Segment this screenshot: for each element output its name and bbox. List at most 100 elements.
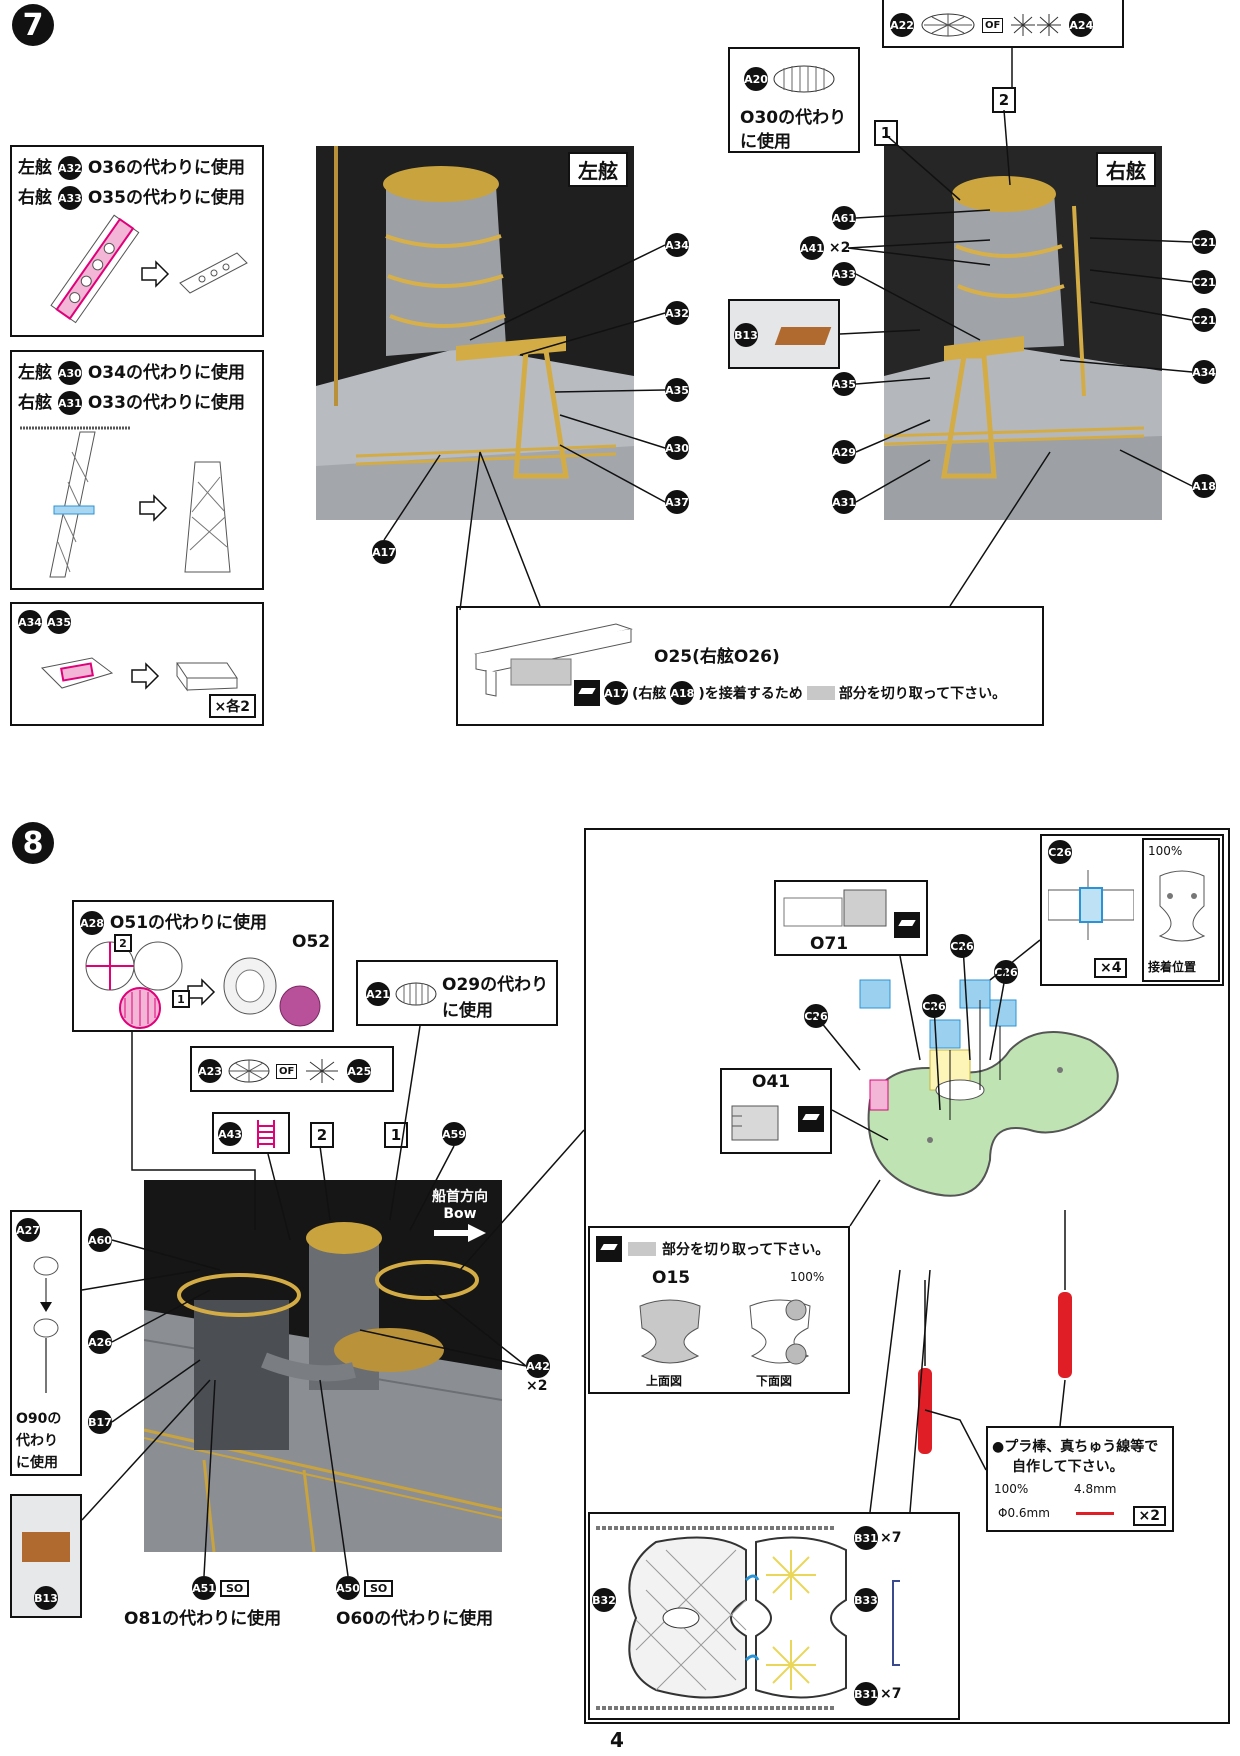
knife-icon xyxy=(798,1106,824,1132)
callout-a59: A59 xyxy=(442,1122,466,1146)
a20-usage-line2: に使用 xyxy=(740,132,791,152)
a43-box: A43 xyxy=(212,1112,290,1154)
cage-disc-icon xyxy=(921,13,975,37)
bottom-view-label: 下面図 xyxy=(756,1374,793,1388)
o60-usage: O60の代わりに使用 xyxy=(336,1609,494,1629)
starboard-label: 右舷 xyxy=(18,188,52,208)
ring-parts-drawing xyxy=(33,1256,59,1393)
o71-box: O71 xyxy=(774,880,928,956)
callout-a33: A33 xyxy=(832,262,856,286)
o41-label: O41 xyxy=(752,1072,791,1092)
b31-quantity: ×7 xyxy=(880,1530,902,1546)
part-badge-a24: A24 xyxy=(1069,13,1094,37)
part-badge-a33: A33 xyxy=(57,186,82,210)
star-disc-icon xyxy=(306,1059,339,1083)
o71-part-drawing xyxy=(783,889,887,927)
callout-a31: A31 xyxy=(832,490,856,514)
b13-grille xyxy=(774,327,832,345)
quantity-each-2: ×各2 xyxy=(208,694,256,718)
bow-label-en: Bow xyxy=(443,1206,477,1222)
part-badge-a35: A35 xyxy=(47,610,72,634)
callout-a61: A61 xyxy=(832,206,856,230)
callout-a29: A29 xyxy=(832,440,856,464)
a42-quantity: ×2 xyxy=(526,1378,548,1394)
part-badge-a20: A20 xyxy=(744,67,768,91)
rod-sample xyxy=(1076,1512,1114,1515)
o25-title: O25(右舷O26) xyxy=(654,647,780,667)
port-tag: 左舷 xyxy=(568,152,628,187)
a20-usage-box: A20 O30の代わり に使用 xyxy=(728,47,860,153)
b13-inset: B13 xyxy=(728,299,840,369)
funnel-render-starboard xyxy=(884,146,1162,520)
o15-scale: 100% xyxy=(790,1270,825,1284)
part-badge-a31: A31 xyxy=(57,391,82,415)
c26-position-box: C26 ×4 100% 接着位置 xyxy=(1040,834,1224,986)
callout-c21-2: C21 xyxy=(1192,270,1216,294)
o15-bottom-view xyxy=(749,1299,811,1365)
o71-label: O71 xyxy=(810,934,849,954)
a28-step-1: 1 xyxy=(172,990,190,1008)
port-label: 左舷 xyxy=(18,158,52,178)
a28-usage: O51の代わりに使用 xyxy=(109,913,268,933)
callout-c21-3: C21 xyxy=(1192,308,1216,332)
a41-quantity: ×2 xyxy=(828,240,851,256)
b31-quantity: ×7 xyxy=(880,1686,902,1702)
o15-label: O15 xyxy=(652,1268,691,1288)
callout-b33: B33 xyxy=(854,1588,878,1612)
callout-a35: A35 xyxy=(832,372,856,396)
part-badge-a18: A18 xyxy=(670,681,695,705)
step-7-number: 7 xyxy=(12,4,54,46)
glue-position-label: 接着位置 xyxy=(1148,960,1197,974)
funnel-render xyxy=(316,146,634,520)
port-side-funnel-photo: 左舷 xyxy=(316,146,634,520)
part-badge-a23: A23 xyxy=(198,1059,222,1083)
part-badge-a25: A25 xyxy=(347,1059,372,1083)
callout-c26: C26 xyxy=(994,960,1018,984)
sequence-number-2: 2 xyxy=(992,87,1016,113)
c26-placement-drawing xyxy=(1048,870,1134,940)
callout-a18: A18 xyxy=(1192,474,1216,498)
starboard-note-open: (右舷 xyxy=(632,686,667,702)
o52-label: O52 xyxy=(292,932,331,952)
ribbed-hood-icon xyxy=(395,982,437,1006)
a30-usage: O34の代わりに使用 xyxy=(87,363,245,383)
red-rod xyxy=(918,1368,932,1454)
vertical-bracket xyxy=(892,1580,900,1666)
a27-usage-line2: 代わり xyxy=(16,1433,58,1449)
quantity-x4: ×4 xyxy=(1094,958,1128,978)
discs-a22-a24-box: A22 OF A24 xyxy=(882,0,1124,48)
callout-a17: A17 xyxy=(372,540,396,564)
off-mark: OF xyxy=(982,17,1004,33)
page-number: 4 xyxy=(610,1728,624,1752)
a28-step-2: 2 xyxy=(114,934,132,952)
discs-a23-a25-box: A23 OF A25 xyxy=(190,1046,394,1092)
so-mark: SO xyxy=(220,1579,250,1597)
platform-assembly-drawing xyxy=(859,979,1119,1197)
ribbed-hood-icon xyxy=(773,65,835,93)
o15-top-view xyxy=(639,1299,701,1364)
a27-usage-line3: に使用 xyxy=(16,1455,58,1471)
a21-usage-line2: に使用 xyxy=(442,1001,493,1021)
part-badge-a32: A32 xyxy=(57,156,82,180)
off-mark: OF xyxy=(276,1063,298,1079)
etched-bracket-drawing xyxy=(50,214,248,324)
o25-cut-instruction-box: O25(右舷O26) A17 (右舷 A18 )を接着するため 部分を切り取って… xyxy=(456,606,1044,726)
rod-diameter: Φ0.6mm xyxy=(998,1506,1050,1520)
inner-scale-box: 100% 接着位置 xyxy=(1142,838,1220,982)
step-8-number: 8 xyxy=(12,822,54,864)
b13-grille xyxy=(22,1532,70,1562)
o81-usage: O81の代わりに使用 xyxy=(124,1609,282,1629)
a27-usage-line1: O90の xyxy=(16,1411,62,1427)
callout-a26: A26 xyxy=(88,1330,112,1354)
grate-parts-box: B32 B33 B31 ×7 B31 ×7 xyxy=(588,1512,960,1720)
callout-a34: A34 xyxy=(1192,360,1216,384)
lattice-tower-drawing xyxy=(20,426,231,578)
callout-a32: A32 xyxy=(665,301,689,325)
bow-label-jp: 船首方向 xyxy=(432,1189,488,1205)
rod-instruction-box: ●プラ棒、真ちゅう線等で 自作して下さい。 100% 4.8mm Φ0.6mm … xyxy=(986,1426,1174,1532)
sequence-number-2: 2 xyxy=(310,1122,334,1148)
knife-icon xyxy=(574,680,600,706)
a21-usage-line1: O29の代わり xyxy=(442,975,549,995)
a28-usage-box: A28 O51の代わりに使用 O52 2 1 xyxy=(72,900,334,1032)
rod-scale: 100% xyxy=(994,1482,1029,1496)
